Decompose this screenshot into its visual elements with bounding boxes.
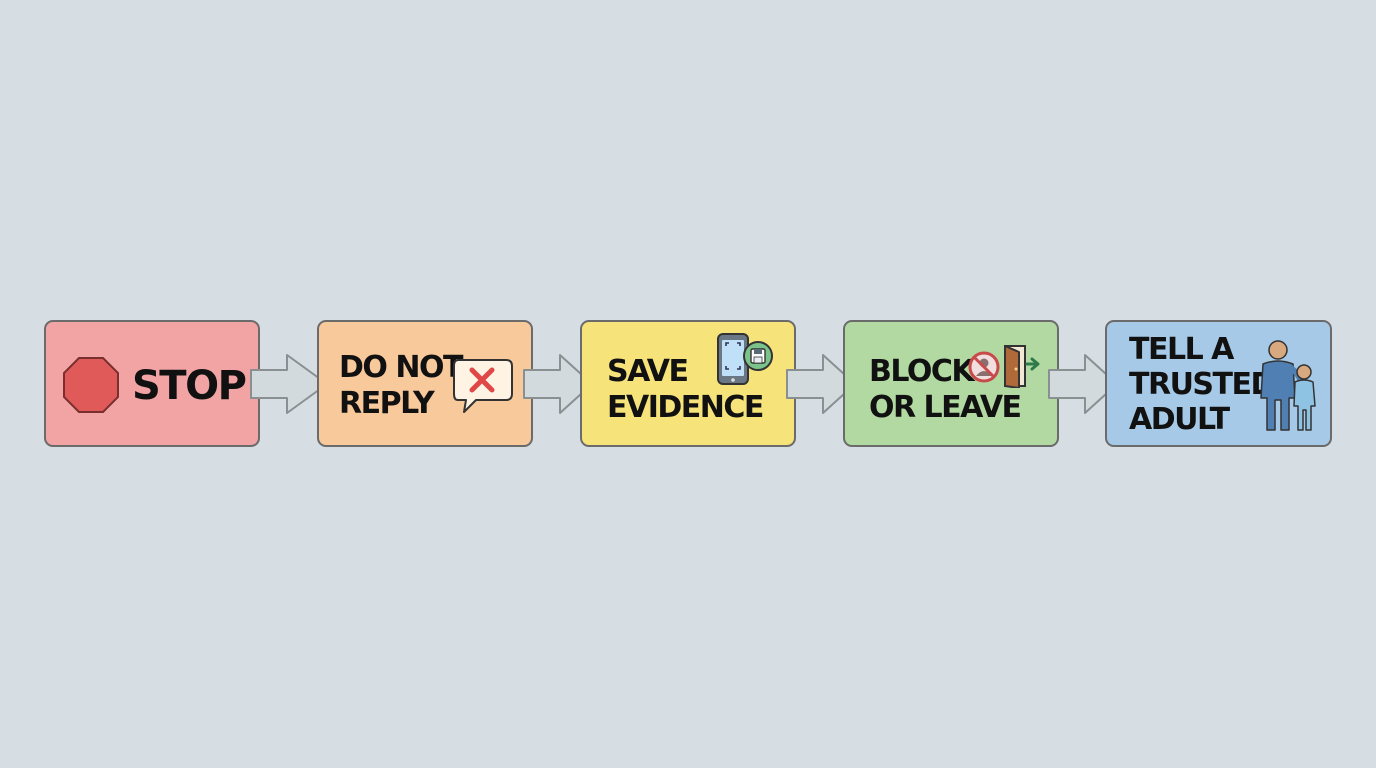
right-arrow-icon xyxy=(250,354,328,414)
step-label: SAVE EVIDENCE xyxy=(607,354,764,425)
phone-screenshot-save-icon xyxy=(717,333,773,385)
step-stop: STOP xyxy=(44,320,260,447)
step-tell-a-trusted-adult: TELL A TRUSTED ADULT xyxy=(1105,320,1332,447)
right-arrow-icon xyxy=(523,354,593,414)
right-arrow-icon xyxy=(1048,354,1118,414)
step-save-evidence: SAVE EVIDENCE xyxy=(580,320,796,447)
step-block-or-leave: BLOCK OR LEAVE xyxy=(843,320,1059,447)
stop-sign-icon xyxy=(63,357,119,413)
step-label: BLOCK OR LEAVE xyxy=(869,354,1022,425)
step-label: STOP xyxy=(132,363,247,409)
step-label: DO NOT REPLY xyxy=(339,350,463,421)
adult-and-child-icon xyxy=(1260,340,1316,431)
step-do-not-reply: DO NOT REPLY xyxy=(317,320,533,447)
exit-door-icon xyxy=(1004,345,1040,388)
step-label: TELL A TRUSTED ADULT xyxy=(1129,332,1275,437)
block-user-icon xyxy=(968,351,1000,383)
right-arrow-icon xyxy=(786,354,856,414)
no-message-icon xyxy=(453,359,513,413)
